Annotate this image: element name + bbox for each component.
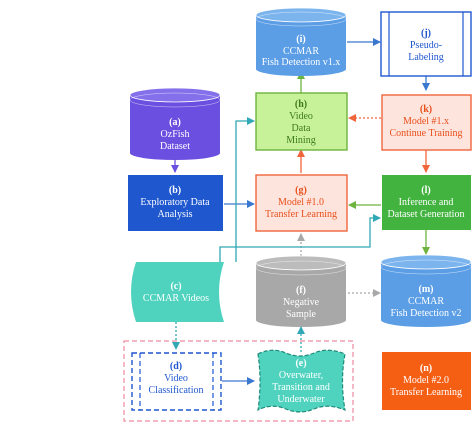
node-k-line1: Model #1.x: [403, 116, 449, 127]
cylinder-shape: [130, 95, 220, 160]
node-h-line3: Mining: [286, 135, 315, 146]
node-k-model-1x-continue-training[interactable]: (k) Model #1.x Continue Training: [381, 94, 472, 151]
node-i-line1: CCMAR: [283, 46, 319, 57]
node-j-letter: (j): [421, 28, 431, 39]
cylinder-ring: [129, 92, 221, 108]
node-k-line2: Continue Training: [389, 128, 462, 139]
node-e-line2: Transition and: [272, 382, 330, 393]
node-m-line2: Fish Detection v2: [390, 308, 461, 319]
node-n-line1: Model #2.0: [403, 375, 449, 386]
node-l-line1: Inference and: [399, 197, 454, 208]
node-g-line2: Transfer Learning: [265, 209, 337, 220]
node-a-letter: (a): [169, 117, 181, 128]
cylinder-top: [255, 7, 347, 23]
node-l-letter: (l): [421, 185, 430, 196]
node-a-line2: Dataset: [160, 141, 190, 152]
node-j-line2: Labeling: [408, 52, 444, 63]
node-h-line1: Video: [289, 111, 313, 122]
node-i-letter: (i): [296, 34, 305, 45]
node-l-inference-dataset-generation[interactable]: (l) Inference and Dataset Generation: [382, 175, 471, 230]
node-b-line1: Exploratory Data: [140, 197, 210, 208]
node-l-line2: Dataset Generation: [388, 209, 465, 220]
node-g-line1: Model #1.0: [278, 197, 324, 208]
node-e-shape: [257, 349, 346, 413]
connectors: [171, 38, 430, 385]
node-f-letter: (f): [296, 285, 306, 296]
node-m-ccmar-fish-detection-v2[interactable]: (m) CCMAR Fish Detection v2: [380, 254, 472, 327]
node-h-video-data-mining[interactable]: (h) Video Data Mining: [255, 92, 348, 151]
arrow-c-to-l: [219, 214, 381, 262]
node-e-letter: (e): [295, 358, 306, 369]
node-g-box: [255, 174, 348, 232]
arrow-c-to-h: [235, 117, 255, 262]
node-n-line2: Transfer Learning: [390, 387, 462, 398]
node-n-model-2-0-transfer-learning[interactable]: (n) Model #2.0 Transfer Learning: [382, 352, 471, 410]
node-b-box: [128, 175, 223, 231]
node-a-line1: OzFish: [161, 129, 190, 140]
node-k-box: [381, 94, 472, 151]
node-g-model-1-0-transfer-learning[interactable]: (g) Model #1.0 Transfer Learning: [255, 174, 348, 232]
node-h-line2: Data: [292, 123, 311, 134]
node-c-letter: (c): [170, 281, 181, 292]
node-c-line1: CCMAR Videos: [143, 293, 209, 304]
cylinder-top: [129, 87, 221, 103]
node-h-box: [255, 92, 348, 151]
node-f-line2: Sample: [286, 309, 317, 320]
node-d-line1: Video: [164, 373, 188, 384]
node-f-negative-sample[interactable]: (f) Negative Sample: [255, 255, 347, 327]
cylinder-ring: [380, 259, 472, 275]
node-m-letter: (m): [419, 284, 434, 295]
node-g-letter: (g): [295, 185, 307, 196]
node-i-ccmar-fish-detection-v1x[interactable]: (i) CCMAR Fish Detection v1.x: [255, 7, 347, 76]
node-f-line1: Negative: [283, 297, 320, 308]
node-d-letter: (d): [170, 361, 182, 372]
node-j-box: [380, 11, 472, 77]
node-e-line1: Overwater,: [279, 370, 323, 381]
cylinder-top: [255, 255, 347, 271]
node-e-line3: Underwater: [277, 394, 325, 405]
node-b-letter: (b): [169, 185, 181, 196]
node-d-video-classification[interactable]: (d) Video Classification: [131, 352, 222, 411]
node-k-letter: (k): [420, 104, 432, 115]
cylinder-ring: [255, 260, 347, 276]
node-l-box: [382, 175, 471, 230]
cylinder-ring: [255, 11, 347, 27]
classification-group-frame: [123, 340, 354, 422]
node-h-letter: (h): [295, 99, 307, 110]
node-e-overwater-transition-underwater[interactable]: (e) Overwater, Transition and Underwater: [257, 349, 346, 413]
node-c-ccmar-videos[interactable]: (c) CCMAR Videos: [131, 262, 224, 322]
node-c-shape: [131, 262, 224, 322]
cylinder-shape: [256, 263, 346, 327]
node-n-box: [382, 352, 471, 410]
node-i-line2: Fish Detection v1.x: [262, 57, 341, 68]
cylinder-top: [380, 254, 472, 270]
cylinder-shape: [381, 262, 471, 327]
node-d-box: [131, 352, 222, 411]
cylinder-shape: [256, 15, 346, 76]
node-b-exploratory-data-analysis[interactable]: (b) Exploratory Data Analysis: [128, 175, 223, 231]
node-m-line1: CCMAR: [408, 296, 444, 307]
node-j-line1: Pseudo-: [410, 40, 442, 51]
node-j-pseudo-labeling[interactable]: (j) Pseudo- Labeling: [380, 11, 472, 77]
node-a-ozfish-dataset[interactable]: (a) OzFish Dataset: [129, 87, 221, 160]
node-d-line2: Classification: [149, 385, 204, 396]
node-n-letter: (n): [420, 363, 432, 374]
node-b-line2: Analysis: [158, 209, 193, 220]
